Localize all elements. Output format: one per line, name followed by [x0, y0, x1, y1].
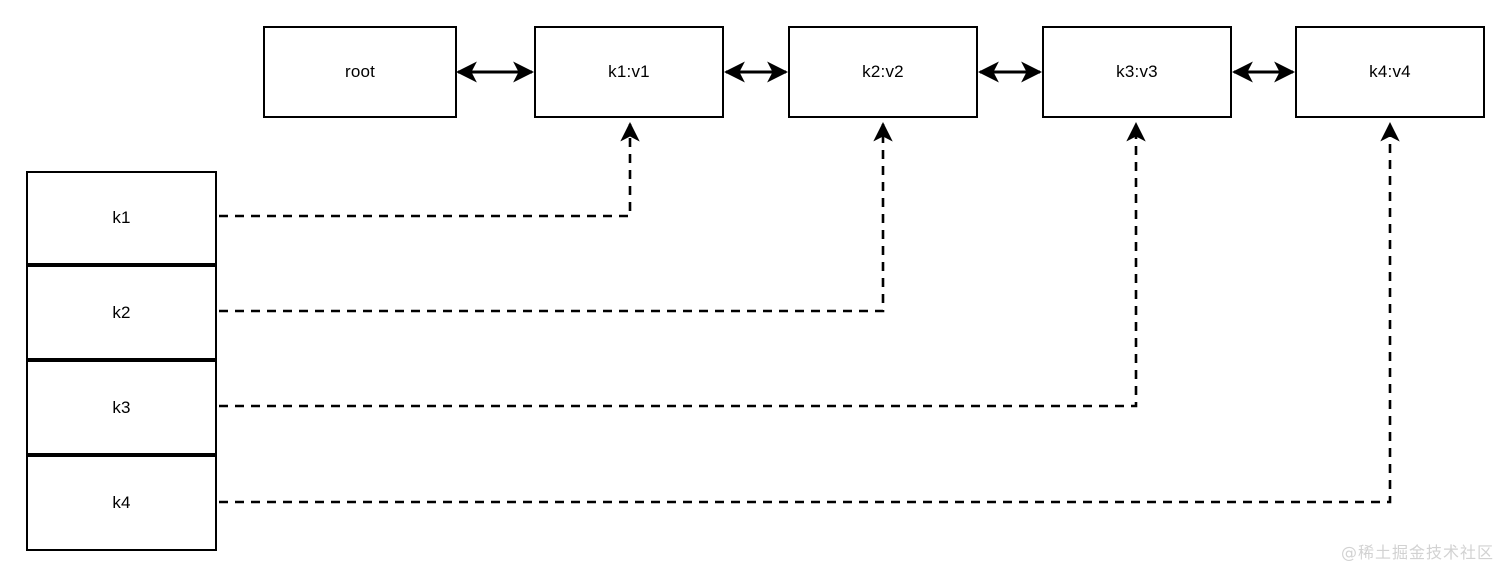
- hash-slot-label: k2: [112, 302, 131, 322]
- list-node-label: k1:v1: [608, 62, 650, 81]
- hash-slot-k2[interactable]: k2: [26, 265, 217, 360]
- hash-slot-k3[interactable]: k3: [26, 360, 217, 455]
- pointer-k4-to-node: [219, 122, 1400, 504]
- list-node-k3[interactable]: k3:v3: [1042, 26, 1232, 118]
- pointer-k2-to-node: [219, 122, 893, 313]
- list-node-k4[interactable]: k4:v4: [1295, 26, 1485, 118]
- hash-slot-k4[interactable]: k4: [26, 455, 217, 551]
- list-node-label: k3:v3: [1116, 62, 1158, 81]
- hash-slot-k1[interactable]: k1: [26, 171, 217, 265]
- list-node-k1[interactable]: k1:v1: [534, 26, 724, 118]
- hash-slot-label: k4: [112, 493, 131, 512]
- list-node-k2[interactable]: k2:v2: [788, 26, 978, 118]
- pointer-k3-to-node: [219, 122, 1146, 408]
- watermark: @稀土掘金技术社区: [1340, 543, 1494, 562]
- list-node-root[interactable]: root: [263, 26, 457, 118]
- hash-slot-label: k3: [112, 397, 131, 417]
- list-node-label: root: [344, 62, 376, 81]
- list-node-label: k2:v2: [862, 62, 904, 81]
- hash-slot-label: k1: [112, 208, 131, 227]
- pointer-k1-to-node: [219, 122, 640, 218]
- list-node-label: k4:v4: [1369, 62, 1411, 81]
